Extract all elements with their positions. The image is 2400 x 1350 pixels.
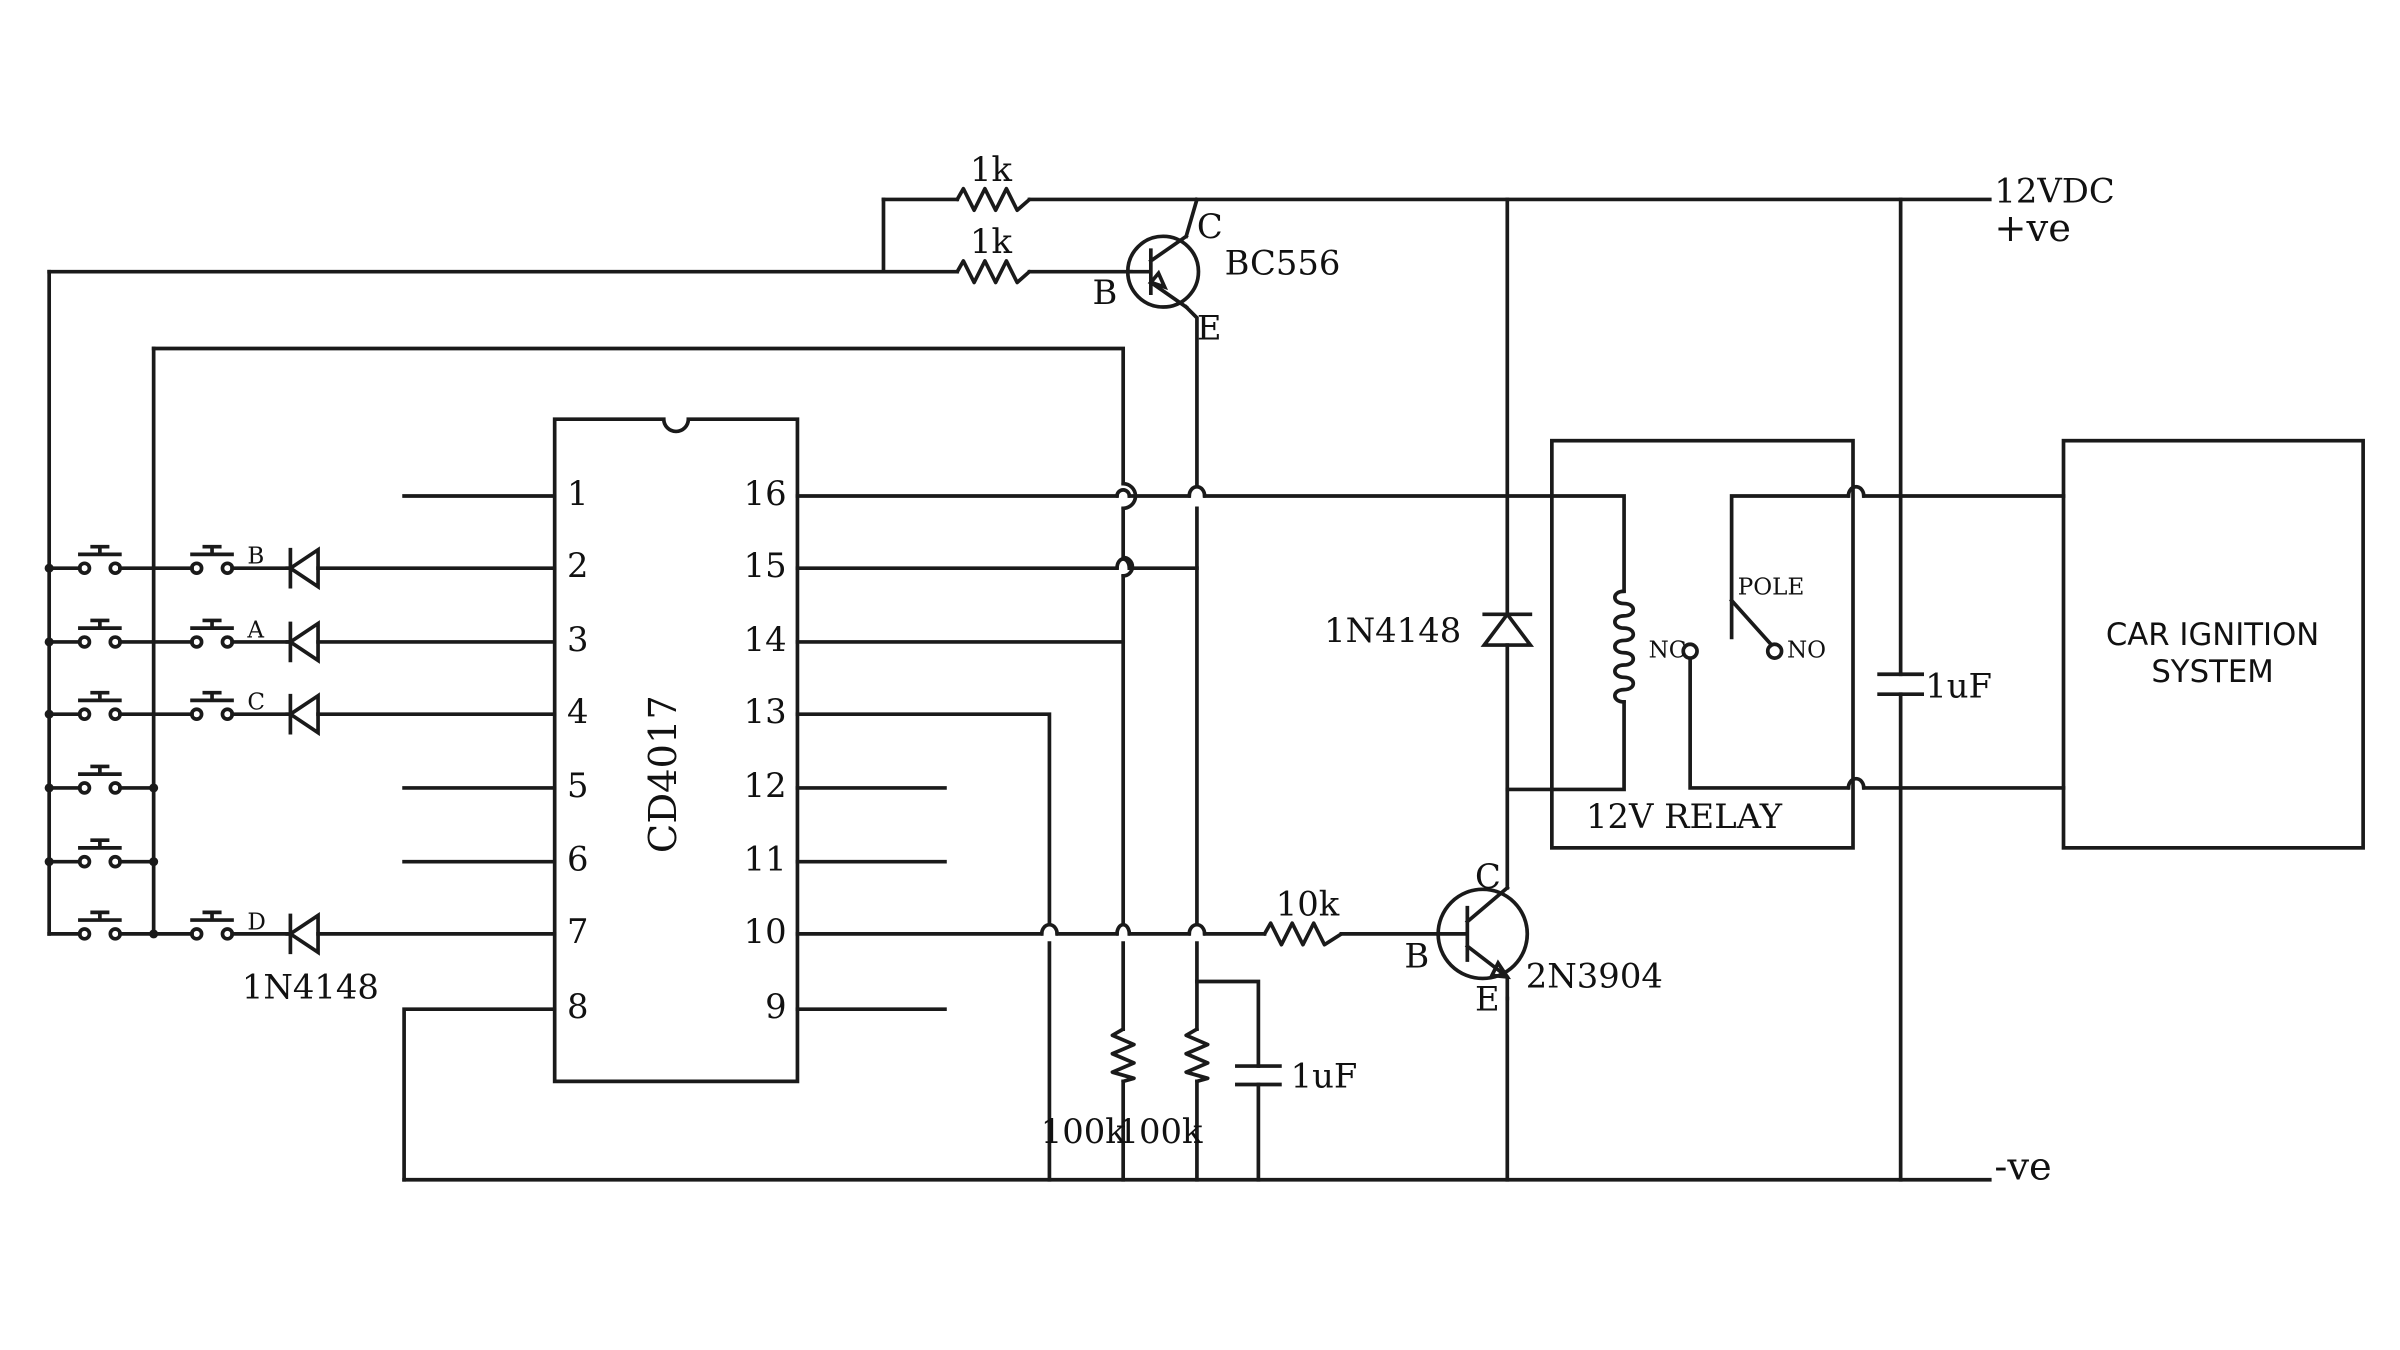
capacitor-1uf-timing-label: 1uF: [1291, 1057, 1358, 1096]
ic-pin-4: 4: [567, 692, 589, 731]
bc556-c-label: C: [1197, 207, 1223, 246]
relay-coil: [1613, 589, 1636, 704]
relay-no-terminal: [1765, 642, 1784, 660]
resistor-100k-left: 100k: [1041, 1027, 1136, 1151]
bc556-e-label: E: [1197, 308, 1222, 347]
wires: [47, 197, 2066, 1182]
resistor-1k-top: 1k: [955, 150, 1032, 213]
crossing-jumps: [1039, 481, 1866, 936]
relay-nc-terminal: [1681, 642, 1699, 660]
resistor-100k-left-label: 100k: [1041, 1112, 1127, 1151]
bc556-b-label: B: [1092, 273, 1117, 312]
ic-cd4017: CD4017 1 2 3 4 5 6 7 8 16 15 14 13 12 11…: [552, 417, 800, 1084]
switch-left-4: [77, 764, 122, 795]
resistor-100k-right: 100k: [1118, 1027, 1210, 1151]
ic-pin-15: 15: [744, 546, 787, 585]
ic-pin-2: 2: [567, 546, 589, 585]
resistor-1k-top-label: 1k: [970, 150, 1013, 189]
resistor-10k-label: 10k: [1276, 884, 1340, 923]
supply-positive-label: +ve: [1994, 206, 2071, 251]
key-label-c: C: [247, 690, 265, 716]
ic-pin-12: 12: [744, 766, 787, 805]
switch-left-1: [77, 544, 122, 575]
2n3904-c-label: C: [1475, 857, 1501, 896]
switch-left-2: [77, 618, 122, 649]
resistor-100k-right-label: 100k: [1118, 1112, 1204, 1151]
ic-pin-8: 8: [567, 987, 589, 1026]
2n3904-e-label: E: [1475, 980, 1500, 1019]
switch-left-6: [77, 910, 122, 941]
relay-12v: POLE NC NO 12V RELAY: [1550, 438, 1855, 850]
relay-nc-label: NC: [1649, 637, 1687, 663]
2n3904-b-label: B: [1404, 937, 1429, 976]
keypad-diodes: 1N4148: [242, 546, 379, 1006]
supply-negative-label: -ve: [1994, 1145, 2051, 1190]
capacitor-1uf-supply-label: 1uF: [1925, 666, 1992, 705]
keypad-diode-label: 1N4148: [242, 967, 379, 1006]
ic-pin-5: 5: [567, 766, 589, 805]
bc556-name: BC556: [1225, 244, 1341, 283]
keypad-switches: B A C D: [77, 544, 266, 941]
ic-pin-16: 16: [744, 474, 787, 513]
diode-key-a: [285, 620, 320, 664]
switch-left-3: [77, 690, 122, 721]
relay-label: 12V RELAY: [1586, 797, 1783, 836]
ic-name: CD4017: [641, 695, 686, 853]
switch-left-5: [77, 838, 122, 869]
relay-no-label: NO: [1787, 637, 1826, 663]
relay-pole-label: POLE: [1738, 574, 1805, 600]
key-label-a: A: [246, 617, 264, 643]
flyback-diode-label: 1N4148: [1324, 611, 1461, 650]
diode-key-b: [285, 546, 320, 591]
ic-pin-6: 6: [567, 840, 589, 879]
supply-12vdc-label: 12VDC: [1994, 172, 2114, 211]
resistor-10k: 10k: [1262, 884, 1344, 947]
transistor-2n3904: B C E 2N3904: [1404, 857, 1662, 1019]
switch-key-d: D: [189, 909, 266, 941]
diode-key-d: [285, 912, 320, 956]
ic-pin-14: 14: [744, 620, 787, 659]
supply-labels: 12VDC +ve -ve: [1994, 172, 2114, 1190]
key-label-b: B: [247, 544, 264, 570]
resistor-1k-base: 1k: [955, 222, 1032, 285]
ic-pin-10: 10: [744, 912, 787, 951]
ic-pin-7: 7: [567, 912, 589, 951]
resistor-1k-base-label: 1k: [970, 222, 1013, 261]
2n3904-name: 2N3904: [1526, 957, 1663, 996]
ic-pin-1: 1: [567, 474, 589, 513]
capacitor-1uf-supply: 1uF: [1877, 666, 1992, 705]
diode-key-c: [285, 692, 320, 737]
ic-pin-3: 3: [567, 620, 589, 659]
junction-dots: [44, 563, 159, 939]
switch-key-b: B: [189, 544, 264, 575]
switch-key-c: C: [189, 690, 265, 721]
diode-flyback: 1N4148: [1324, 611, 1535, 650]
transistor-bc556: B C E BC556: [1092, 207, 1340, 347]
load-label-line1: CAR IGNITION: [2106, 617, 2319, 653]
key-label-d: D: [247, 909, 265, 935]
switch-key-a: A: [189, 617, 264, 649]
ic-pin-13: 13: [744, 692, 787, 731]
load-label-line2: SYSTEM: [2151, 654, 2273, 690]
ic-pin-9: 9: [765, 987, 787, 1026]
car-ignition-block: CAR IGNITION SYSTEM: [2061, 438, 2365, 850]
ic-pin-11: 11: [744, 840, 787, 879]
capacitor-1uf-timing: 1uF: [1235, 1057, 1358, 1096]
